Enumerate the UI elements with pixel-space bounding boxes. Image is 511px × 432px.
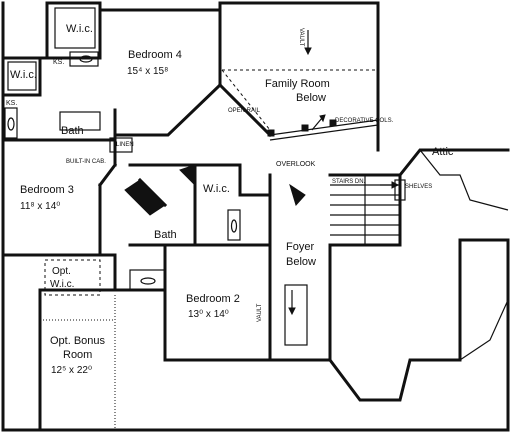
bedroom4-dim: 15⁴ x 15⁸ xyxy=(127,66,168,77)
family-room-line1: Family Room xyxy=(265,78,330,90)
vault-foyer-label: VAULT xyxy=(257,303,263,322)
bedroom2-dim: 13⁰ x 14⁰ xyxy=(188,309,229,320)
wic-left-label: W.i.c. xyxy=(10,69,37,81)
decorative-cols-label: DECORATIVE COLS. xyxy=(335,118,394,124)
family-room-line2: Below xyxy=(296,92,326,104)
wic-center-label: W.i.c. xyxy=(203,183,230,195)
overlook-label: OVERLOOK xyxy=(276,161,316,168)
built-in-cab-label: BUILT-IN CAB. xyxy=(66,159,106,165)
bedroom4-name: Bedroom 4 xyxy=(128,49,182,61)
opt-wic-line2: W.i.c. xyxy=(50,279,74,290)
solid-elements xyxy=(124,119,337,216)
foyer-line2: Below xyxy=(286,256,316,268)
bonus-dim: 12⁵ x 22⁰ xyxy=(51,365,92,376)
stairs-dn-label: STAIRS DN. xyxy=(332,179,366,185)
opt-wic-line1: Opt. xyxy=(52,266,71,277)
bedroom3-dim: 11⁸ x 14⁰ xyxy=(20,201,60,212)
foyer-line1: Foyer xyxy=(286,241,314,253)
bath-center-label: Bath xyxy=(154,229,177,241)
bonus-line2: Room xyxy=(63,349,92,361)
bonus-line1: Opt. Bonus xyxy=(50,335,106,347)
open-rail-label: OPEN RAIL xyxy=(228,108,261,114)
linen-label: LINEN xyxy=(116,142,134,148)
bedroom3-name: Bedroom 3 xyxy=(20,184,74,196)
bath-left-label: Bath xyxy=(61,125,84,137)
ks-left-label: KS. xyxy=(6,100,17,107)
ks-top-label: KS. xyxy=(53,59,64,66)
detail-lines xyxy=(4,7,509,430)
shelves-label: SHELVES xyxy=(405,184,432,190)
vault-top-label: VAULT xyxy=(298,28,304,47)
labels: W.i.c. KS. Bedroom 4 15⁴ x 15⁸ W.i.c. KS… xyxy=(6,23,454,376)
attic-label: Attic xyxy=(432,146,454,158)
arrows xyxy=(288,30,400,316)
bedroom2-name: Bedroom 2 xyxy=(186,293,240,305)
wic-top-label: W.i.c. xyxy=(66,23,93,35)
